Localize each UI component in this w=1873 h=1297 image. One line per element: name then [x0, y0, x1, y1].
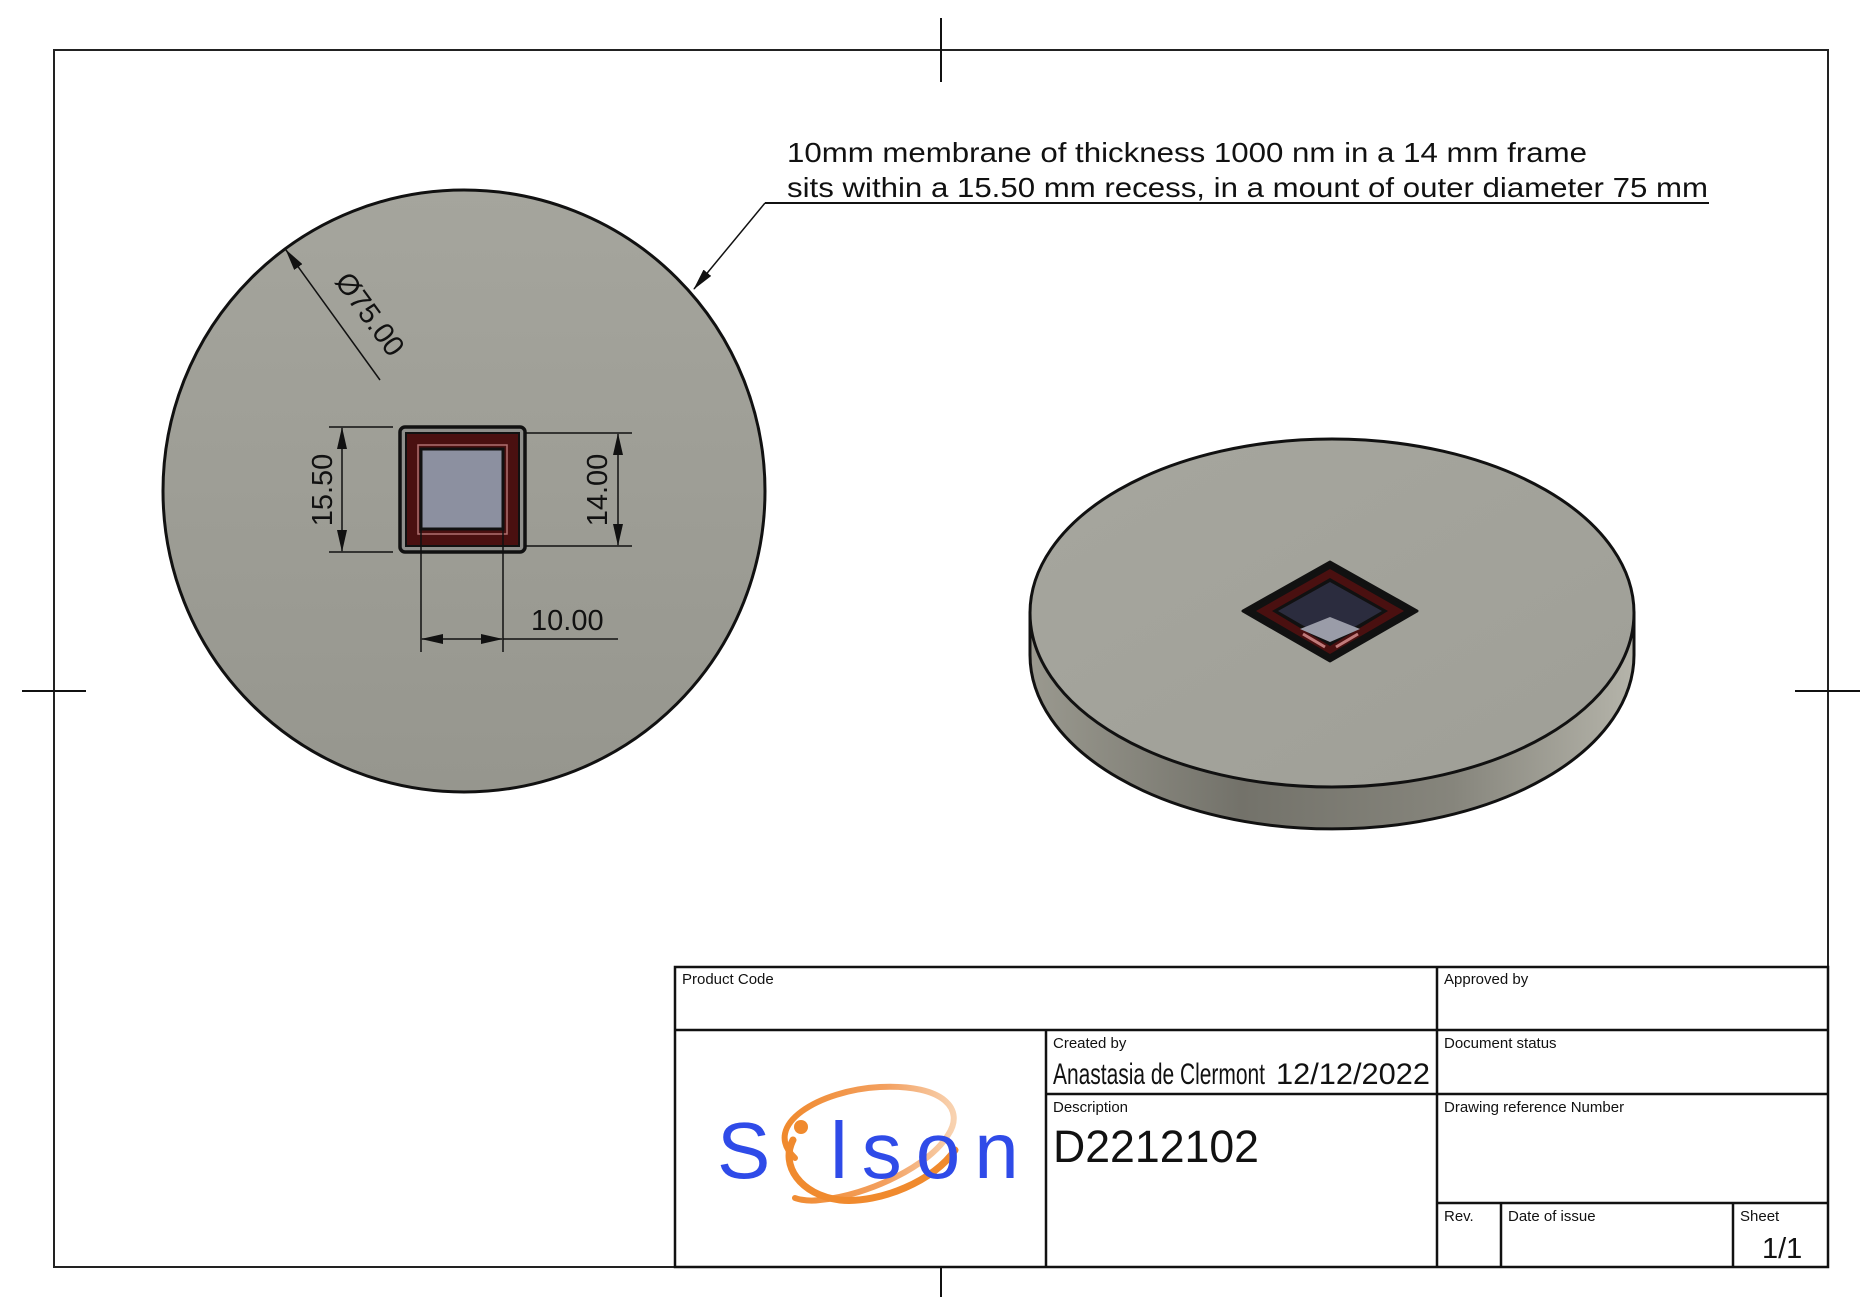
sheet-value: 1/1 [1762, 1233, 1802, 1265]
logo-letters-lson: lson [830, 1106, 1033, 1195]
drawing-reference-label: Drawing reference Number [1444, 1099, 1624, 1116]
document-status-label: Document status [1444, 1035, 1557, 1052]
created-by-date: 12/12/2022 [1276, 1058, 1430, 1091]
callout-leader-arrow [693, 202, 766, 290]
frame-inner-edge [417, 444, 508, 535]
frame-highlight [1302, 632, 1326, 649]
product-code-label: Product Code [682, 971, 774, 988]
callout-line-1: 10mm membrane of thickness 1000 nm in a … [787, 137, 1587, 168]
approved-by-label: Approved by [1444, 971, 1529, 988]
frame-highlight-right [1335, 632, 1359, 649]
callout-line-2: sits within a 15.50 mm recess, in a moun… [787, 172, 1708, 203]
membrane-dimension-label: 10.00 [531, 605, 604, 637]
title-block: Product Code Approved by Created by Anas… [673, 965, 1830, 1269]
diameter-leader [285, 249, 381, 381]
frame-dimension-label: 14.00 [582, 454, 614, 527]
isometric-view [1028, 437, 1636, 831]
silson-logo: S lson [717, 1083, 1033, 1204]
description-value: D2212102 [1053, 1121, 1259, 1172]
callout-note: 10mm membrane of thickness 1000 nm in a … [693, 137, 1709, 290]
recess-dimension-label: 15.50 [307, 454, 339, 527]
logo-i-dot-icon [794, 1120, 808, 1134]
frame-dimension [525, 432, 632, 547]
well-inner [1278, 582, 1382, 641]
sheet-label: Sheet [1740, 1208, 1780, 1225]
membrane-floor [1300, 617, 1360, 642]
description-label: Description [1053, 1099, 1128, 1116]
created-by-name: Anastasia de Clermont [1053, 1058, 1265, 1091]
membrane-window [419, 447, 505, 531]
date-of-issue-label: Date of issue [1508, 1208, 1596, 1225]
created-by-label: Created by [1053, 1035, 1127, 1052]
logo-swoosh-icon [781, 1083, 957, 1204]
recess-dimension [329, 426, 393, 553]
logo-letter-s: S [717, 1106, 770, 1195]
rev-label: Rev. [1444, 1208, 1474, 1225]
front-view: Ø75.00 15.50 14.00 10.00 [161, 188, 767, 794]
membrane-dimension [420, 529, 618, 652]
